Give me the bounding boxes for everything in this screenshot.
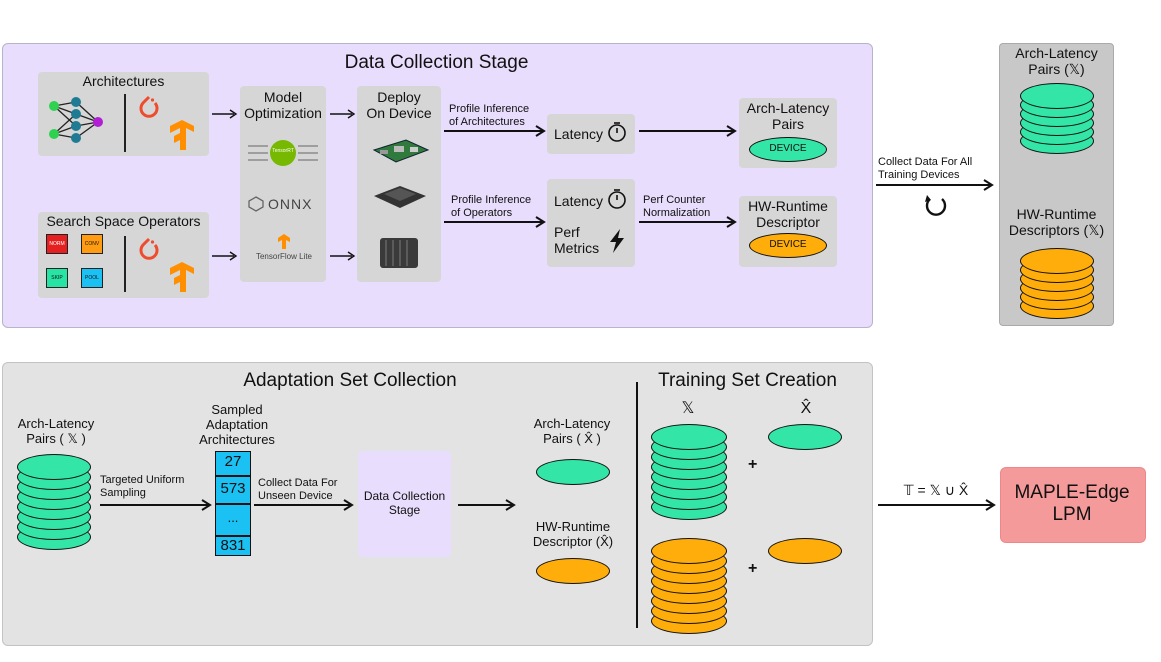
divider bbox=[124, 236, 126, 292]
tflite-icon bbox=[278, 234, 290, 249]
stack-disk bbox=[17, 454, 91, 480]
pytorch-icon bbox=[139, 95, 159, 118]
green-ellipse bbox=[768, 424, 842, 450]
arch-latency-output-label: Arch-Latency Pairs bbox=[746, 100, 830, 133]
adaptation-title: Adaptation Set Collection bbox=[243, 370, 457, 391]
xhat-label: X̂ bbox=[800, 400, 812, 417]
model-optimization-label: Model Optimization bbox=[244, 89, 322, 122]
arrow bbox=[330, 251, 356, 261]
architectures-label: Architectures bbox=[82, 73, 165, 89]
arrow bbox=[458, 499, 516, 511]
section-divider bbox=[636, 382, 638, 628]
profile-arch-label: Profile Inference of Architectures bbox=[449, 103, 530, 129]
jetson-device-icon bbox=[374, 186, 426, 208]
perf-metrics-label: Perf Metrics bbox=[554, 224, 600, 257]
arrow bbox=[444, 216, 546, 228]
latency-box bbox=[547, 114, 635, 154]
device-label: DEVICE bbox=[769, 143, 807, 154]
arrow bbox=[254, 499, 354, 511]
perf-counter-label: Perf Counter Normalization bbox=[643, 194, 711, 220]
onnx-label: ONNX bbox=[268, 196, 313, 212]
tensorflow-icon bbox=[170, 262, 194, 292]
stack-disk bbox=[651, 538, 727, 564]
targeted-label: Targeted Uniform Sampling bbox=[100, 474, 185, 500]
device-label: DEVICE bbox=[769, 239, 807, 250]
arrow bbox=[330, 109, 356, 119]
stopwatch-icon bbox=[608, 189, 626, 209]
arrow bbox=[444, 125, 546, 137]
lightning-icon bbox=[610, 229, 624, 253]
plus-sign: + bbox=[748, 560, 758, 577]
hw-desc-hat-label: HW-Runtime Descriptor (X̂) bbox=[532, 519, 614, 549]
arrow bbox=[212, 109, 238, 119]
latency-label: Latency bbox=[554, 193, 604, 209]
latency-perf-box bbox=[547, 179, 635, 267]
profile-ops-label: Profile Inference of Operators bbox=[451, 194, 532, 220]
list-divider bbox=[215, 535, 251, 537]
collect-unseen-label: Collect Data For Unseen Device bbox=[258, 477, 338, 503]
stack-disk bbox=[1020, 83, 1094, 109]
arrow bbox=[639, 125, 737, 137]
deploy-label: Deploy On Device bbox=[366, 89, 432, 122]
arrow bbox=[100, 499, 212, 511]
tensorrt-icon bbox=[248, 140, 318, 166]
hw-runtime-output-label: HW-Runtime Descriptor bbox=[748, 198, 828, 231]
neural-network-icon bbox=[49, 97, 103, 143]
maple-box bbox=[1000, 467, 1146, 543]
orange-ellipse bbox=[768, 538, 842, 564]
formula-label: 𝕋 = 𝕏 ∪ X̂ bbox=[903, 482, 969, 498]
collect-all-label: Collect Data For All Training Devices bbox=[878, 156, 973, 182]
tflite-label: TensorFlow Lite bbox=[255, 252, 313, 261]
data-collection-title: Data Collection Stage bbox=[344, 52, 529, 73]
op-norm: NORM bbox=[46, 234, 68, 254]
tensorrt-label: TensorRT bbox=[272, 148, 294, 154]
stack-disk bbox=[1020, 248, 1094, 274]
stopwatch-icon bbox=[608, 122, 626, 142]
list-divider bbox=[215, 475, 251, 477]
plus-sign: + bbox=[748, 456, 758, 473]
list-item: ... bbox=[227, 510, 239, 525]
search-space-label: Search Space Operators bbox=[46, 213, 201, 229]
raspberry-pi-device-icon bbox=[372, 139, 430, 163]
onnx-icon bbox=[248, 196, 264, 212]
data-collection-stage-box bbox=[358, 451, 451, 557]
divider bbox=[124, 94, 126, 152]
arrow bbox=[212, 251, 238, 261]
device-ellipse bbox=[749, 137, 827, 162]
sampled-label: Sampled Adaptation Architectures bbox=[199, 402, 275, 447]
list-divider bbox=[215, 503, 251, 505]
list-item: 27 bbox=[224, 453, 242, 470]
model-optimization-box bbox=[240, 86, 326, 282]
device-ellipse bbox=[749, 233, 827, 258]
op-conv: CONV bbox=[81, 234, 103, 254]
stack-disk bbox=[651, 424, 727, 450]
green-ellipse bbox=[536, 459, 610, 485]
arch-pairs-label: Arch-Latency Pairs ( 𝕏 ) bbox=[17, 416, 95, 446]
arrow bbox=[878, 499, 996, 511]
list-item: 831 bbox=[220, 537, 246, 554]
latency-label: Latency bbox=[554, 126, 604, 142]
pytorch-icon bbox=[139, 237, 159, 260]
hw-desc-label: HW-Runtime Descriptors (𝕏) bbox=[1008, 206, 1105, 239]
op-skip: SKIP bbox=[46, 268, 68, 288]
data-collection-stage-label: Data Collection Stage bbox=[363, 489, 446, 517]
edge-device-icon bbox=[380, 238, 418, 268]
arch-pairs-label: Arch-Latency Pairs (𝕏) bbox=[1015, 45, 1098, 78]
x-label: 𝕏 bbox=[681, 400, 695, 417]
op-pool: POOL bbox=[81, 268, 103, 288]
orange-ellipse bbox=[536, 558, 610, 584]
arrow bbox=[639, 216, 737, 228]
arch-pairs-hat-label: Arch-Latency Pairs ( X̂ ) bbox=[533, 416, 611, 446]
training-title: Training Set Creation bbox=[658, 370, 837, 391]
list-item: 573 bbox=[220, 480, 246, 497]
arrow bbox=[876, 179, 994, 191]
maple-label: MAPLE-Edge LPM bbox=[1014, 482, 1130, 525]
repeat-icon bbox=[925, 195, 947, 216]
tensorflow-icon bbox=[170, 120, 194, 150]
